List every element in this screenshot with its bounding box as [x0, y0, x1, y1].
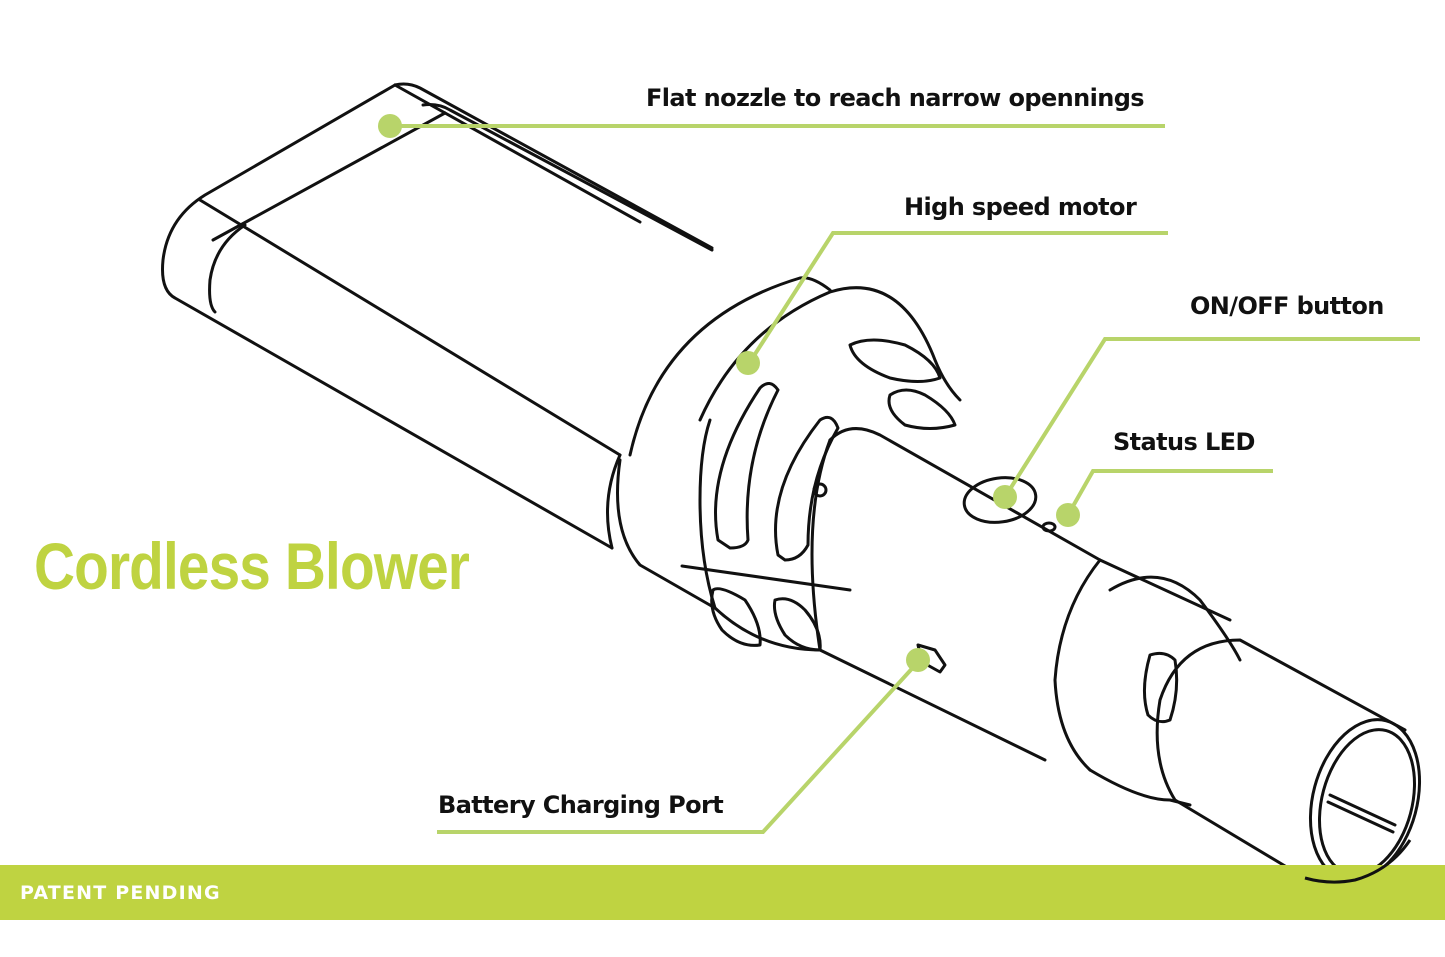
callout-dots: [378, 114, 1080, 672]
leader-line-high-speed-motor: [746, 231, 1168, 367]
product-title: Cordless Blower: [34, 529, 470, 603]
callout-dot-status-led: [1056, 503, 1080, 527]
callout-dot-high-speed-motor: [736, 351, 760, 375]
callout-label-on-off-button: ON/OFF button: [1190, 292, 1384, 320]
nozzle-tip-overlap: [1304, 839, 1412, 884]
flat-nozzle-outline: [161, 82, 714, 550]
callout-label-flat-nozzle: Flat nozzle to reach narrow opennings: [646, 84, 1145, 112]
rear-end-outline: [1053, 558, 1422, 882]
motor-housing-outline: [616, 276, 962, 652]
callout-dot-flat-nozzle: [378, 114, 402, 138]
footer-band: [0, 865, 1445, 920]
leader-line-battery-charging-port: [437, 660, 920, 834]
leader-lines: [390, 124, 1420, 834]
leader-line-on-off-button: [1003, 337, 1420, 499]
callout-label-status-led: Status LED: [1113, 428, 1255, 456]
callout-dot-battery-charging-port: [906, 648, 930, 672]
callout-label-high-speed-motor: High speed motor: [904, 193, 1137, 221]
callout-dot-on-off-button: [993, 485, 1017, 509]
patent-pending-label: PATENT PENDING: [20, 882, 221, 904]
handle-outline: [810, 427, 1102, 762]
leader-line-status-led: [1066, 469, 1273, 516]
callout-label-battery-charging-port: Battery Charging Port: [438, 791, 724, 819]
